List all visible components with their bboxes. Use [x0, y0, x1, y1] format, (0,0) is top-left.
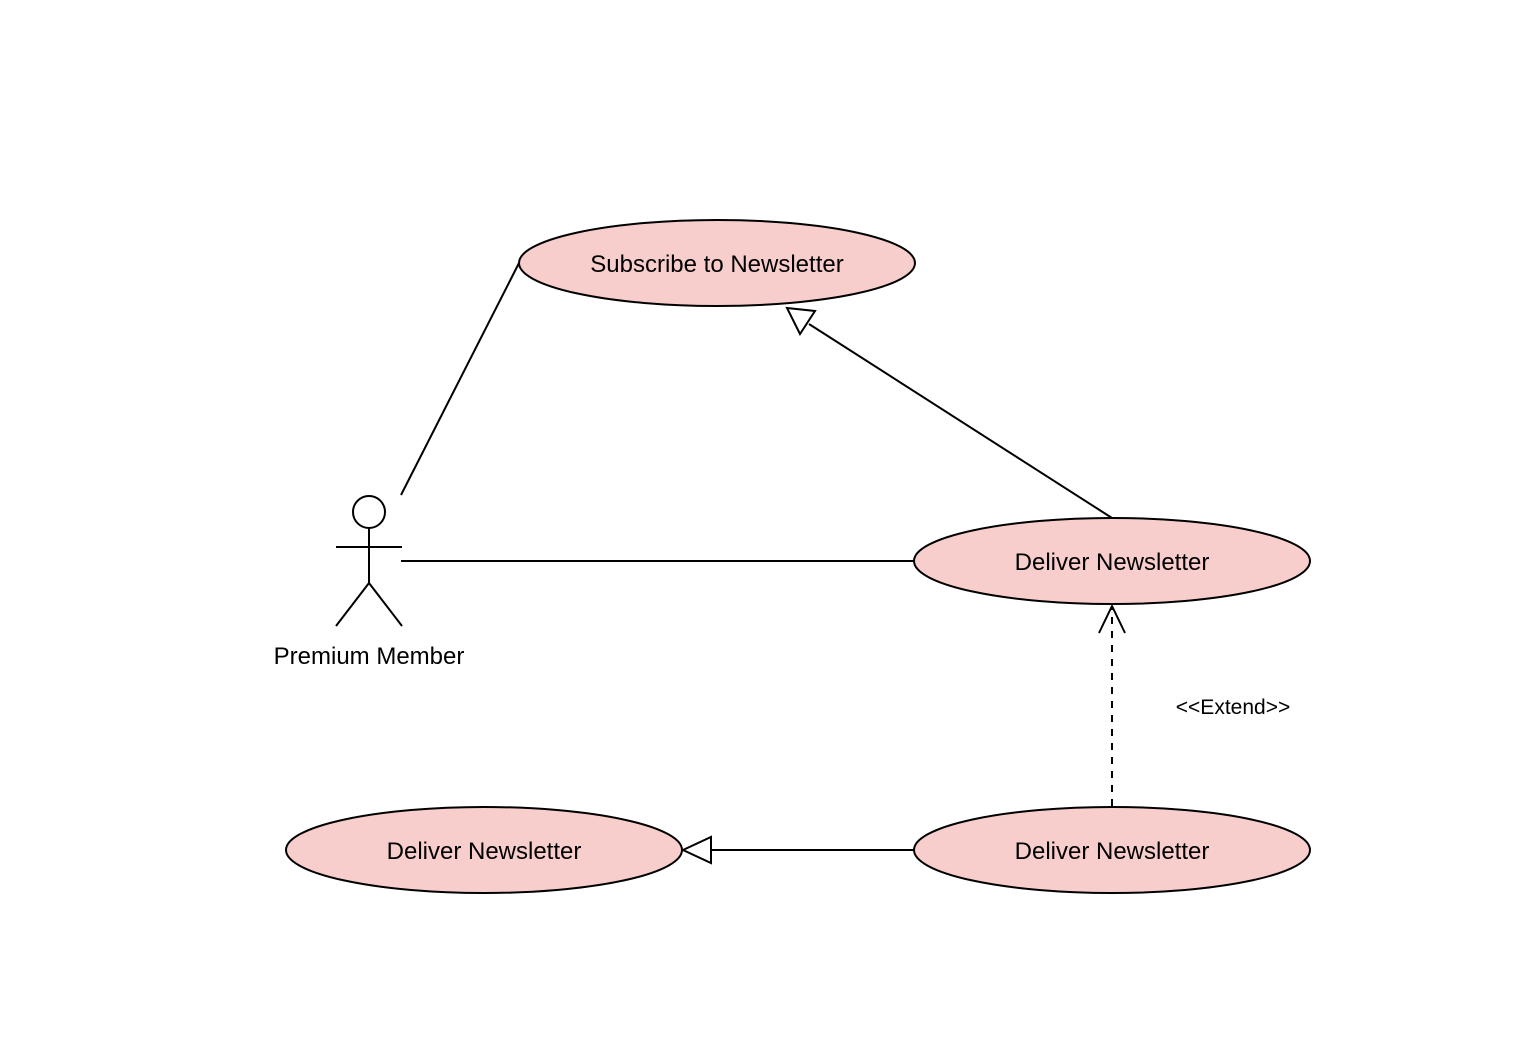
use-case-ellipse: [285, 806, 683, 894]
use-case-deliver-left[interactable]: Deliver Newsletter: [285, 806, 683, 894]
extend-stereotype-label: <<Extend>>: [1176, 696, 1290, 719]
stick-figure-icon: [335, 495, 403, 627]
generalization-deliver-to-subscribe[interactable]: [785, 306, 1113, 519]
use-case-deliver-main[interactable]: Deliver Newsletter: [913, 517, 1311, 605]
generalization-arrowhead-icon: [680, 835, 712, 865]
use-case-ellipse: [913, 806, 1311, 894]
open-arrowhead-icon: [1098, 603, 1126, 634]
generalization-arrowhead-icon: [785, 306, 817, 337]
use-case-ellipse: [913, 517, 1311, 605]
use-case-deliver-bottom[interactable]: Deliver Newsletter: [913, 806, 1311, 894]
extend-relationship[interactable]: [1098, 603, 1126, 806]
use-case-label: Deliver Newsletter: [1015, 838, 1210, 865]
use-case-label: Deliver Newsletter: [1015, 549, 1210, 576]
association-actor-subscribe[interactable]: [400, 262, 520, 496]
actor-premium-member[interactable]: Premium Member: [274, 495, 465, 670]
use-case-label: Deliver Newsletter: [387, 838, 582, 865]
use-case-label: Subscribe to Newsletter: [590, 251, 843, 278]
use-case-subscribe[interactable]: Subscribe to Newsletter: [518, 219, 916, 307]
generalization-bottom-to-left[interactable]: [680, 835, 915, 865]
use-case-ellipse: [518, 219, 916, 307]
actor-label: Premium Member: [274, 643, 465, 670]
